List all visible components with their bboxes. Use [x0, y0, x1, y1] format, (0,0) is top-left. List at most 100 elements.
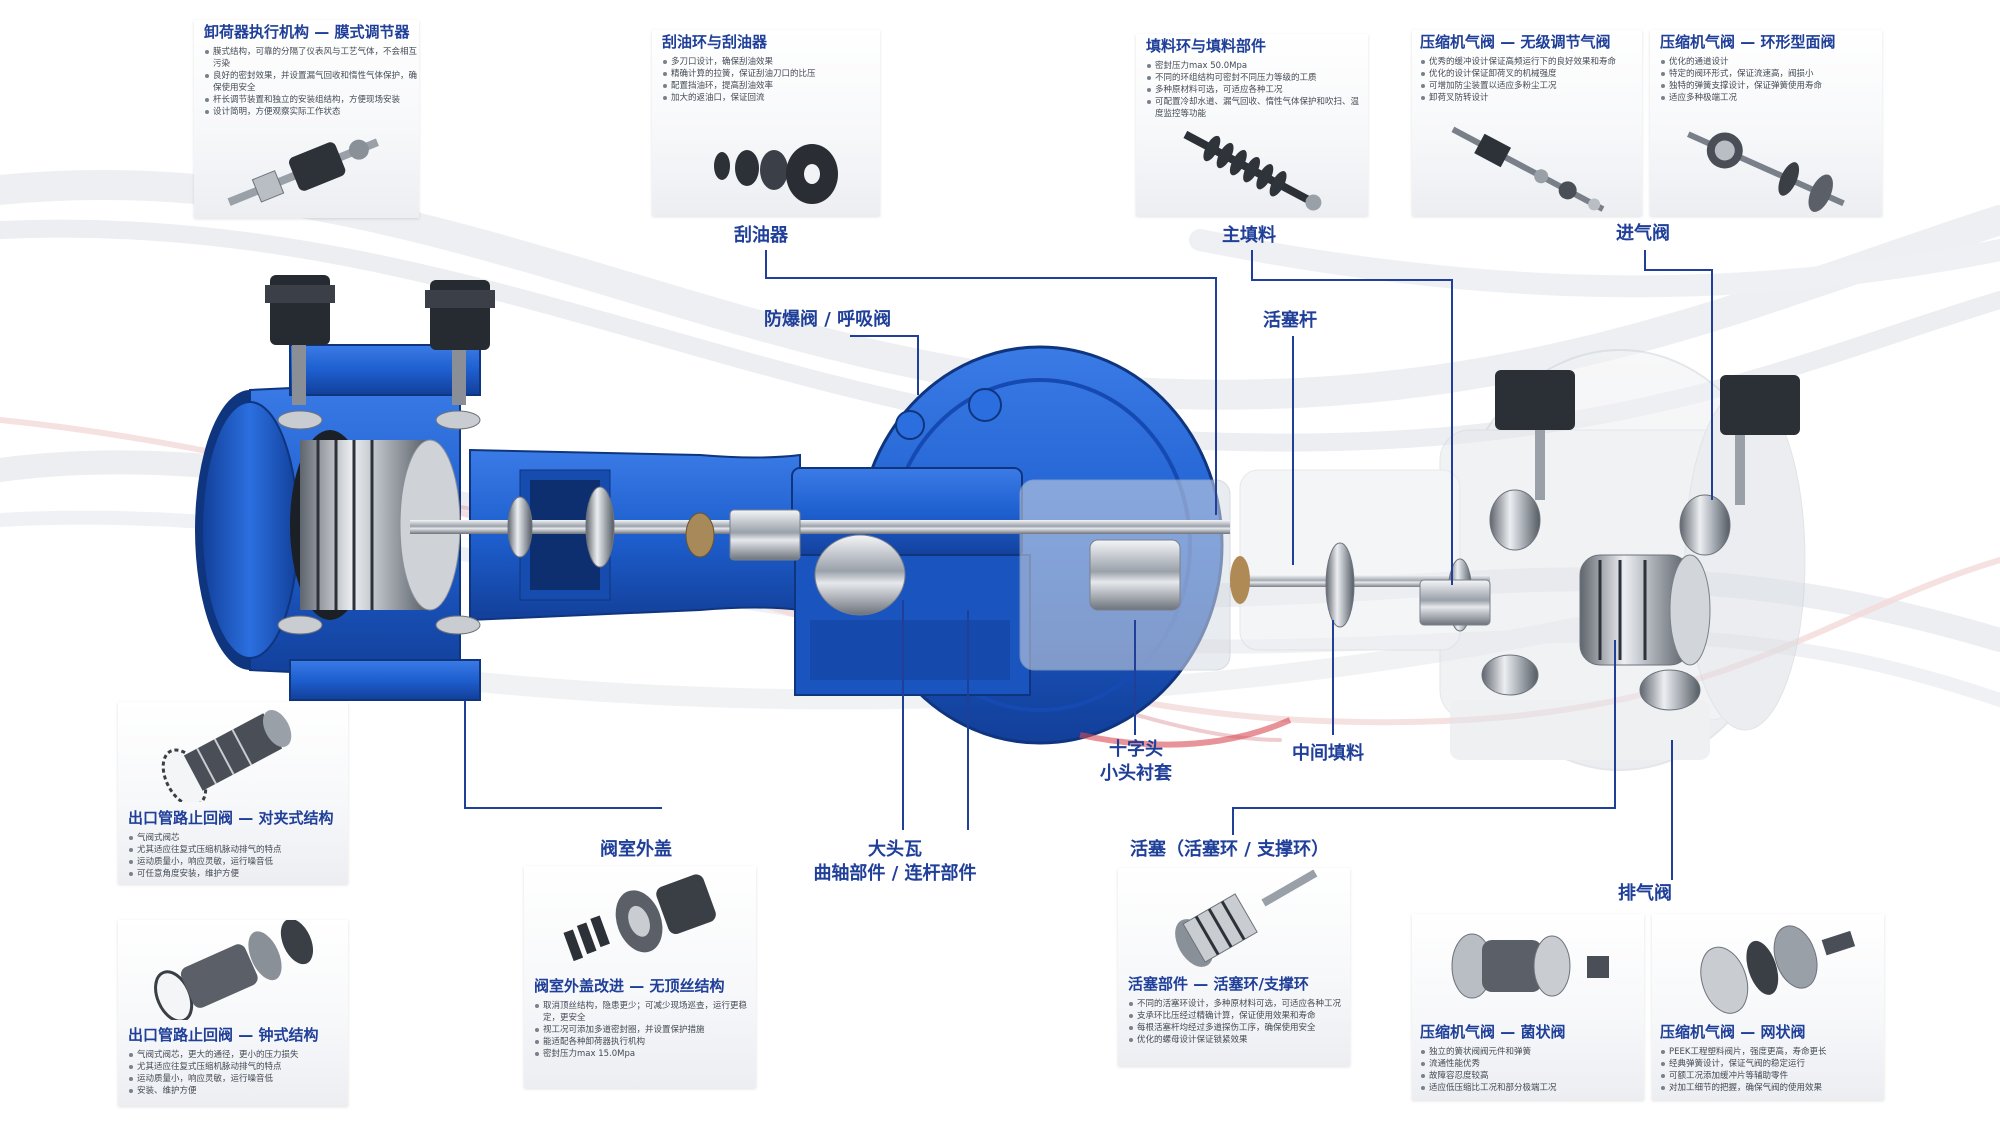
packing-title: 填料环与填料部件	[1146, 37, 1267, 55]
bullet: 运动质量小，响应灵敏，运行噪音低	[128, 1073, 348, 1085]
bullet: 优化的设计保证卸荷叉的机械强度	[1420, 68, 1645, 80]
thumb-mushroom	[1412, 914, 1644, 1019]
check-bell-title: 出口管路止回阀 — 钟式结构	[128, 1026, 319, 1044]
bullet: PEEK工程塑料阀片，强度更高，寿命更长	[1660, 1046, 1885, 1058]
bullet: 多刀口设计，确保刮油效果	[662, 56, 877, 68]
piston-block: 活塞部件 — 活塞环/支撑环 不同的活塞环设计，多种原材料可选，可适应各种工况 …	[1128, 974, 1348, 1046]
label-crosshead-line1: 十字头	[1109, 739, 1163, 760]
packing-block: 填料环与填料部件 密封压力max 50.0Mpa 不同的环组结构可密封不同压力等…	[1146, 36, 1366, 120]
label-main-packing: 主填料	[1222, 225, 1276, 246]
card-unloader	[194, 20, 419, 218]
cover-title: 阀室外盖改进 — 无顶丝结构	[534, 977, 725, 995]
label-bearing-line2: 曲轴部件 / 连杆部件	[813, 863, 977, 884]
label-bearing-line1: 大头瓦	[868, 839, 922, 860]
mushroom-bullets: 独立的簧状阀阀元件和弹簧 流通性能优秀 故障容忍度较高 适应低压缩比工况和部分极…	[1420, 1046, 1645, 1094]
bullet: 适应低压缩比工况和部分极端工况	[1420, 1082, 1645, 1094]
bullet: 密封压力max 50.0Mpa	[1146, 60, 1366, 72]
bullet: 气阀式阀芯	[128, 832, 348, 844]
bullet: 不同的环组结构可密封不同压力等级的工质	[1146, 72, 1366, 84]
label-breather: 防爆阀 / 呼吸阀	[764, 309, 892, 330]
check-wafer-title: 出口管路止回阀 — 对夹式结构	[128, 809, 334, 827]
leader-intake-valve	[1644, 250, 1713, 500]
leader-breather	[850, 335, 919, 395]
bullet: 安装、维护方便	[128, 1085, 348, 1097]
card-piston	[1118, 868, 1350, 1066]
stepless-title: 压缩机气阀 — 无级调节气阀	[1420, 33, 1611, 51]
bullet: 良好的密封效果，并设置漏气回收和惰性气体保护，确保使用安全	[204, 70, 419, 94]
check-wafer-bullets: 气阀式阀芯 尤其适应往复式压缩机脉动排气的特点 运动质量小，响应灵敏，运行噪音低…	[128, 832, 348, 880]
bullet: 独立的簧状阀阀元件和弹簧	[1420, 1046, 1645, 1058]
stepless-block: 压缩机气阀 — 无级调节气阀 优秀的缓冲设计保证高频运行下的良好效果和寿命 优化…	[1420, 32, 1645, 104]
label-bearing: 大头瓦 曲轴部件 / 连杆部件	[790, 838, 1000, 886]
mushroom-block: 压缩机气阀 — 菌状阀 独立的簧状阀阀元件和弹簧 流通性能优秀 故障容忍度较高 …	[1420, 1022, 1645, 1094]
leader-scraper	[765, 250, 1217, 515]
label-piston-rod: 活塞杆	[1263, 310, 1317, 331]
thumb-cover	[524, 866, 756, 976]
unloader-block: 卸荷器执行机构 — 膜式调节器 膜式结构，可靠的分隔了仪表风与工艺气体，不会相互…	[204, 22, 419, 118]
bullet: 支承环比压经过精确计算，保证使用效果和寿命	[1128, 1010, 1348, 1022]
leader-main-packing	[1251, 250, 1453, 585]
bullet: 加大的返油口，保证回流	[662, 92, 877, 104]
check-wafer-block: 出口管路止回阀 — 对夹式结构 气阀式阀芯 尤其适应往复式压缩机脉动排气的特点 …	[128, 808, 348, 880]
thumb-ring-valve	[1650, 126, 1882, 216]
thumb-stepless	[1412, 126, 1642, 216]
check-bell-bullets: 气阀式阀芯，更大的通径，更小的压力损失 尤其适应往复式压缩机脉动排气的特点 运动…	[128, 1049, 348, 1097]
thumb-piston	[1118, 868, 1350, 973]
bullet: 膜式结构，可靠的分隔了仪表风与工艺气体，不会相互污染	[204, 46, 419, 70]
label-scraper: 刮油器	[734, 225, 788, 246]
bullet: 优化的螺母设计保证锁紧效果	[1128, 1034, 1348, 1046]
label-intake-valve: 进气阀	[1616, 223, 1670, 244]
mesh-title: 压缩机气阀 — 网状阀	[1660, 1023, 1806, 1041]
card-mushroom	[1412, 914, 1644, 1100]
card-cover	[524, 866, 756, 1088]
bullet: 优化的通道设计	[1660, 56, 1880, 68]
card-mesh	[1652, 914, 1884, 1100]
label-piston: 活塞（活塞环 / 支撑环）	[1130, 839, 1330, 860]
bullet: 对加工细节的把握，确保气阀的使用效果	[1660, 1082, 1885, 1094]
card-check-bell	[118, 920, 348, 1106]
bullet: 不同的活塞环设计，多种原材料可选，可适应各种工况	[1128, 998, 1348, 1010]
bullet: 可额工况添加缓冲片等辅助零件	[1660, 1070, 1885, 1082]
bullet: 精确计算的拉簧，保证刮油刀口的比压	[662, 68, 877, 80]
bullet: 设计简明，方便观察实际工作状态	[204, 106, 419, 118]
ring-valve-bullets: 优化的通道设计 特定的阀环形式，保证流速高，阀损小 独特的弹簧支撑设计，保证弹簧…	[1660, 56, 1880, 104]
thumb-mesh	[1652, 914, 1884, 1019]
bullet: 故障容忍度较高	[1420, 1070, 1645, 1082]
label-discharge-valve: 排气阀	[1618, 883, 1672, 904]
bullet: 优秀的缓冲设计保证高频运行下的良好效果和寿命	[1420, 56, 1645, 68]
bullet: 能适配各种卸荷器执行机构	[534, 1036, 754, 1048]
cover-bullets: 取消顶丝结构，隐患更少；可减少现场巡查，运行更稳定，更安全 视工况可添加多道密封…	[534, 1000, 754, 1060]
bullet: 适应多种极端工况	[1660, 92, 1880, 104]
bullet: 杆长调节装置和独立的安装组结构，方便现场安装	[204, 94, 419, 106]
label-valve-cover: 阀室外盖	[600, 839, 672, 860]
card-check-wafer	[118, 702, 348, 884]
card-stepless	[1412, 30, 1642, 216]
bullet: 可任意角度安装，维护方便	[128, 868, 348, 880]
bullet: 视工况可添加多道密封圈，并设置保护措施	[534, 1024, 754, 1036]
scraper-block: 刮油环与刮油器 多刀口设计，确保刮油效果 精确计算的拉簧，保证刮油刀口的比压 配…	[662, 32, 877, 104]
label-crosshead: 十字头 小头衬套	[1098, 738, 1174, 786]
card-packing	[1136, 34, 1368, 216]
piston-title: 活塞部件 — 活塞环/支撑环	[1128, 975, 1309, 993]
bullet: 多种原材料可选，可适应各种工况	[1146, 84, 1366, 96]
bullet: 可配置冷却水道、漏气回收、惰性气体保护和吹扫、温度监控等功能	[1146, 96, 1366, 120]
leader-valve-cover	[464, 700, 662, 809]
bullet: 运动质量小，响应灵敏，运行噪音低	[128, 856, 348, 868]
bullet: 取消顶丝结构，隐患更少；可减少现场巡查，运行更稳定，更安全	[534, 1000, 754, 1024]
thumb-check-bell	[118, 920, 348, 1020]
bullet: 独特的弹簧支撑设计，保证弹簧使用寿命	[1660, 80, 1880, 92]
card-scraper	[652, 30, 880, 216]
stepless-bullets: 优秀的缓冲设计保证高频运行下的良好效果和寿命 优化的设计保证卸荷叉的机械强度 可…	[1420, 56, 1645, 104]
ring-valve-title: 压缩机气阀 — 环形型面阀	[1660, 33, 1836, 51]
thumb-packing	[1136, 126, 1368, 216]
bullet: 流通性能优秀	[1420, 1058, 1645, 1070]
bullet: 尤其适应往复式压缩机脉动排气的特点	[128, 844, 348, 856]
mesh-block: 压缩机气阀 — 网状阀 PEEK工程塑料阀片，强度更高，寿命更长 经典弹簧设计，…	[1660, 1022, 1885, 1094]
unloader-bullets: 膜式结构，可靠的分隔了仪表风与工艺气体，不会相互污染 良好的密封效果，并设置漏气…	[204, 46, 419, 118]
check-bell-block: 出口管路止回阀 — 钟式结构 气阀式阀芯，更大的通径，更小的压力损失 尤其适应往…	[128, 1025, 348, 1097]
label-middle-packing: 中间填料	[1292, 743, 1364, 764]
mushroom-title: 压缩机气阀 — 菌状阀	[1420, 1023, 1566, 1041]
